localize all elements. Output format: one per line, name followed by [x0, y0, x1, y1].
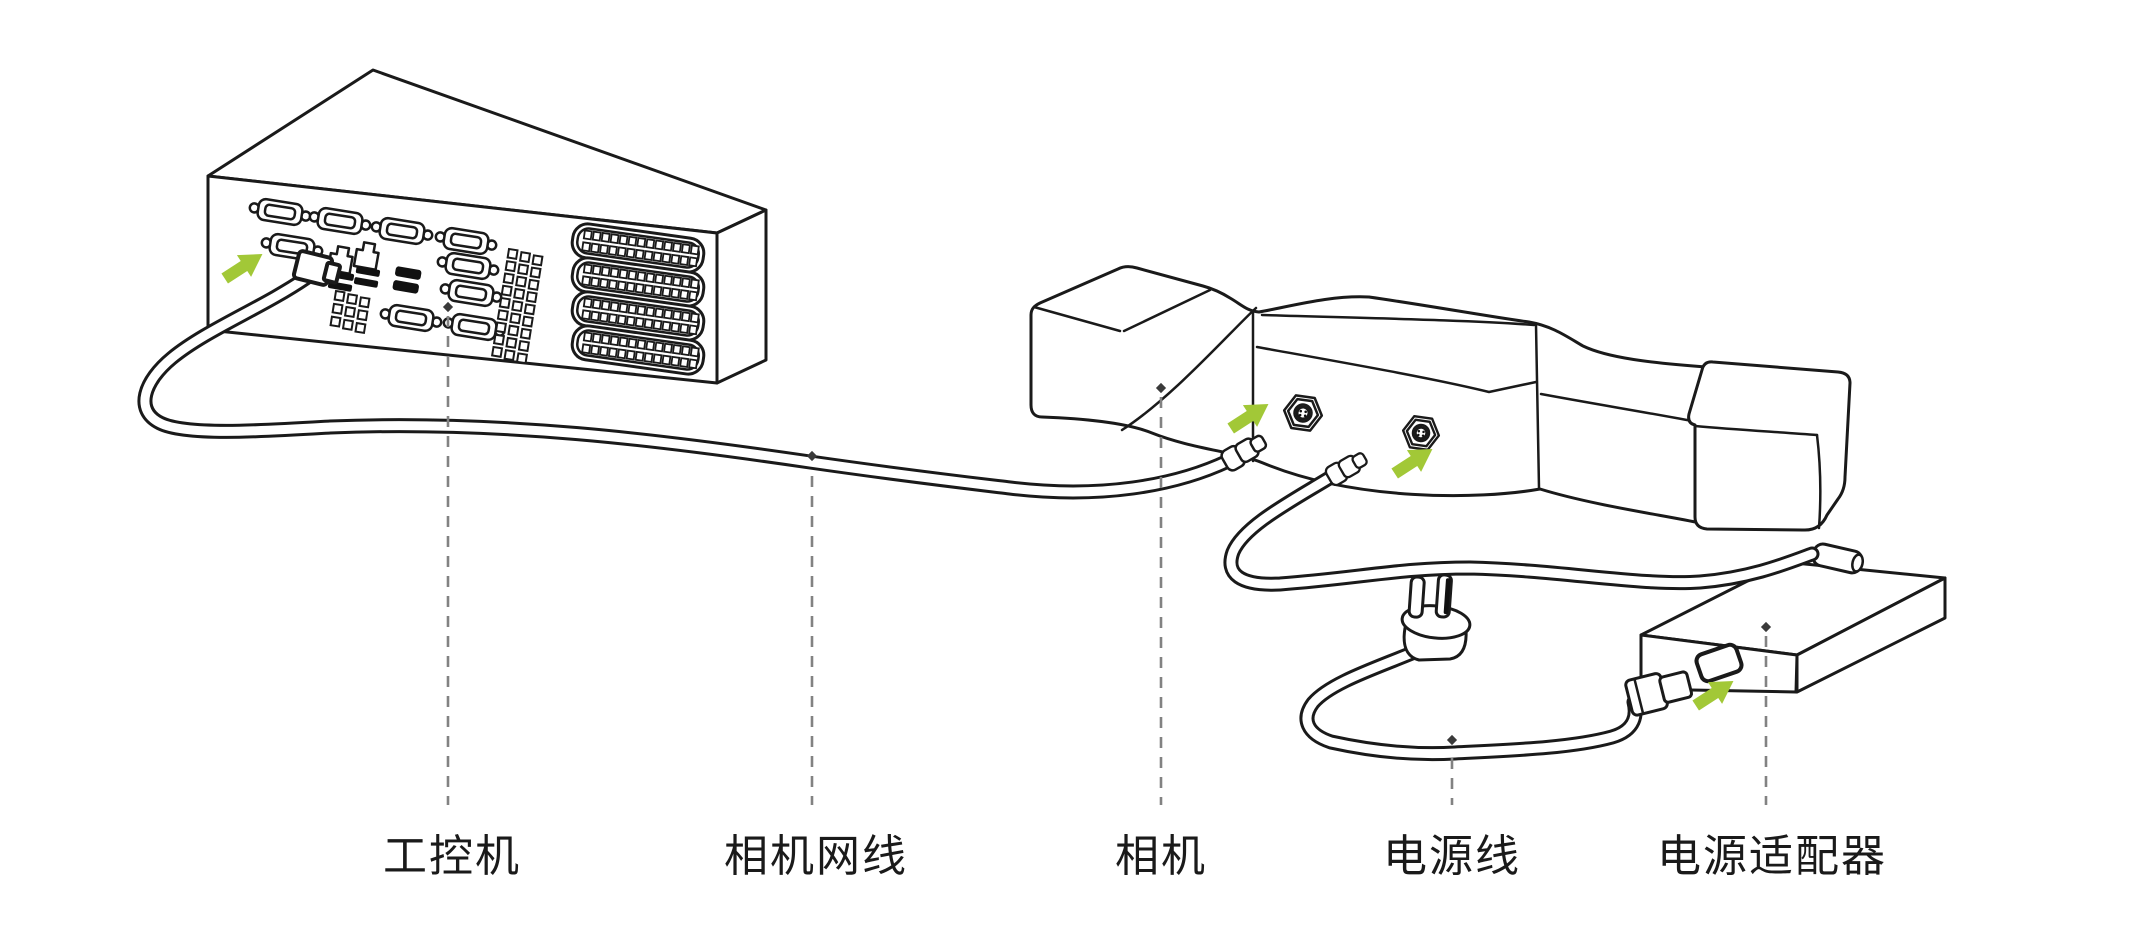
camera-illustration	[1029, 265, 1852, 532]
leader-lines	[442, 301, 1772, 805]
pc-side-face	[715, 208, 768, 385]
adapter-inlet-socket	[1694, 642, 1744, 684]
wall-plug	[1400, 573, 1472, 662]
label-power-adapter: 电源适配器	[1657, 832, 1887, 881]
label-industrial-pc: 工控机	[383, 832, 521, 881]
industrial-pc-illustration	[206, 68, 768, 385]
camera-body	[1029, 265, 1772, 525]
camera-network-cable	[137, 270, 1236, 500]
label-camera-cable: 相机网线	[724, 832, 908, 881]
ac-cord-connector	[1624, 670, 1694, 717]
camera-lens-block-edges	[1693, 424, 1822, 530]
camera-dc-cable	[1223, 469, 1820, 592]
label-power-cable: 电源线	[1383, 832, 1521, 881]
camera-lens-block	[1687, 360, 1852, 532]
ac-power-cord	[1299, 645, 1643, 762]
wall-plug-pins	[1407, 573, 1453, 619]
camera-edge-lines	[1032, 288, 1694, 490]
leader-dot-power-cable	[1446, 734, 1458, 746]
pc-vent-grid-small	[329, 290, 371, 334]
pc-expansion-slots	[570, 222, 705, 376]
label-camera: 相机	[1115, 832, 1207, 881]
pc-network-plug	[291, 249, 342, 287]
